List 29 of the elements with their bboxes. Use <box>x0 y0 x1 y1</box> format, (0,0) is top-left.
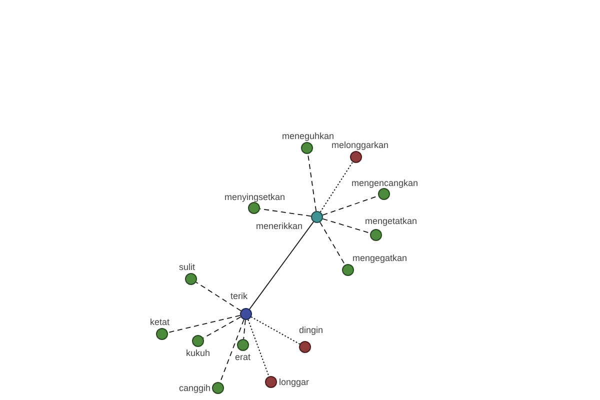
connector-line <box>202 316 242 339</box>
connector-line <box>196 282 242 312</box>
connector-line <box>167 314 241 334</box>
node-label: terik <box>230 291 248 301</box>
node-label: mengetatkan <box>365 216 418 226</box>
node-label: melonggarkan <box>332 140 389 150</box>
connector-line <box>320 162 354 212</box>
node-label: mengencangkan <box>352 178 418 188</box>
node-label: mengegatkan <box>352 253 408 263</box>
node-label: kukuh <box>186 348 210 358</box>
connector-line <box>249 221 314 310</box>
node-label: menyingsetkan <box>224 192 286 202</box>
connector-line <box>320 222 346 266</box>
connector-line <box>220 319 244 383</box>
node-label: ketat <box>150 317 170 327</box>
node-label: canggih <box>179 383 211 393</box>
node-label: menerikkan <box>256 221 303 231</box>
connector-line <box>322 195 379 216</box>
connector-line <box>307 153 317 212</box>
node-label: sulit <box>179 262 196 272</box>
connector-line <box>243 320 246 340</box>
node-label: longgar <box>279 377 310 387</box>
node-label: erat <box>235 352 251 362</box>
connector-line <box>250 316 300 345</box>
connector-line <box>322 218 371 234</box>
node-label: meneguhkan <box>282 131 334 141</box>
connector-line <box>259 208 312 217</box>
node-label: dingin <box>299 325 324 335</box>
connector-line <box>248 319 270 377</box>
